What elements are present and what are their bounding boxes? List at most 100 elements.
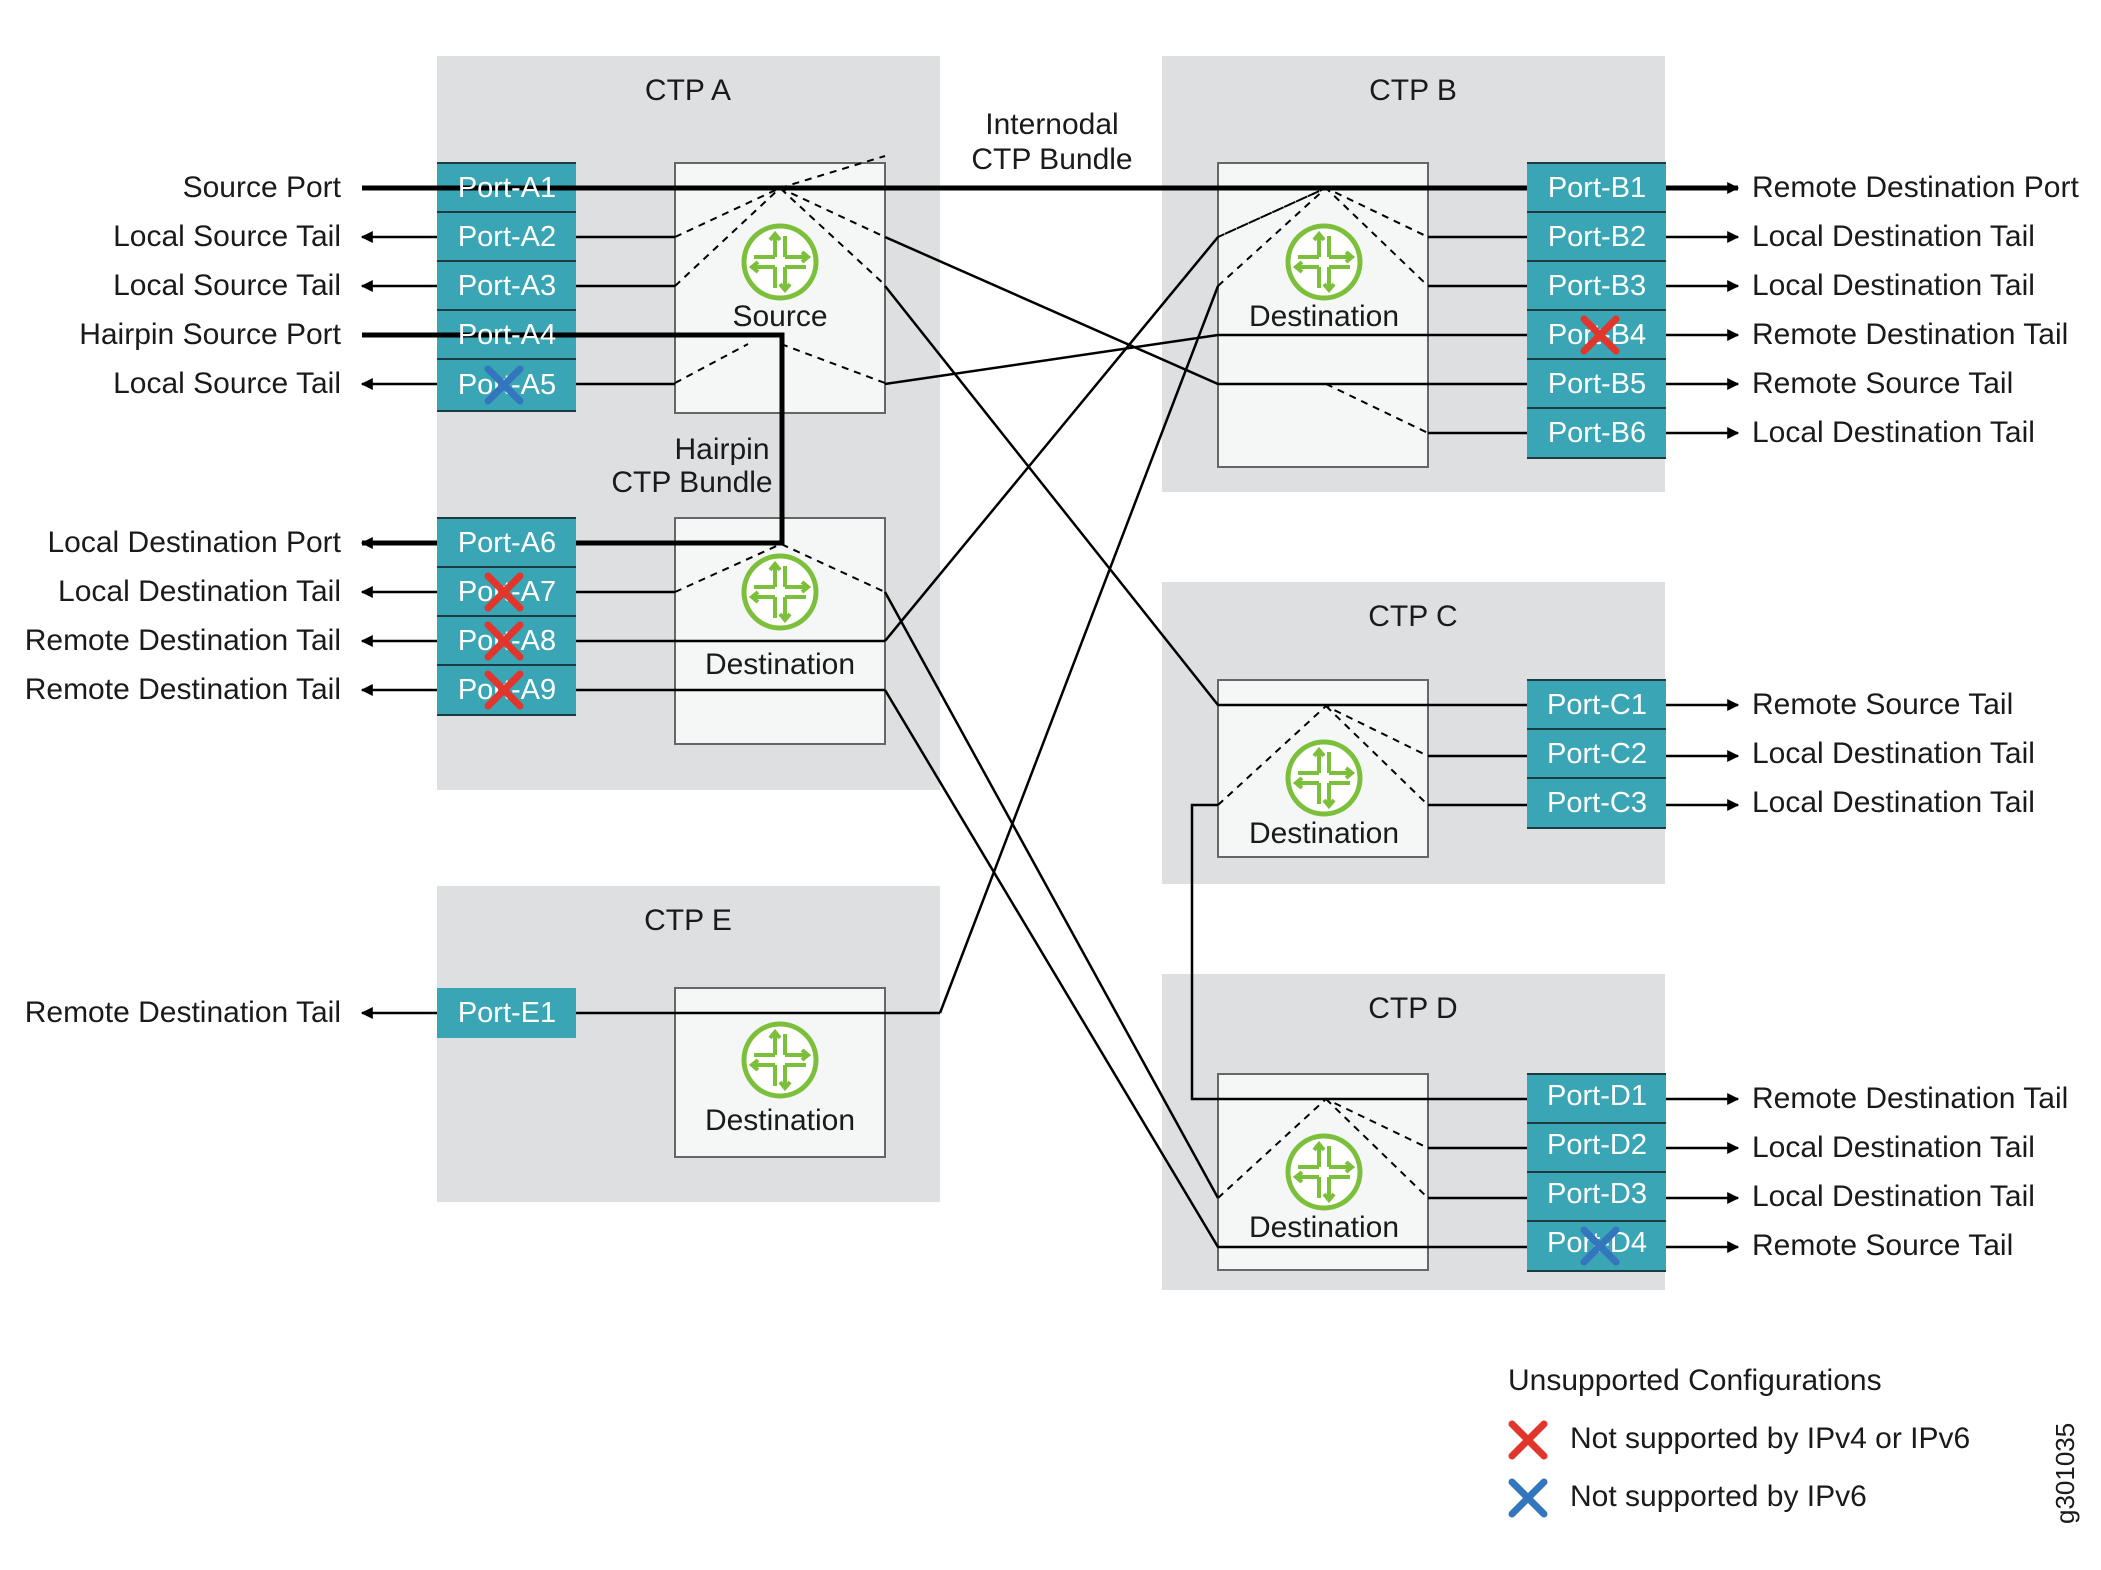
port-a5-label: Local Source Tail (113, 367, 341, 400)
port-names: Port-A1 Port-A2 Port-A3 Port-A4 Port-A5 … (458, 172, 1647, 1259)
port-a7-label: Local Destination Tail (58, 575, 341, 608)
port-b6-name: Port-B6 (1548, 417, 1646, 449)
right-labels: Remote Destination Port Local Destinatio… (1752, 171, 2079, 1262)
port-d2-name: Port-D2 (1547, 1129, 1647, 1161)
port-a6-label: Local Destination Port (48, 526, 342, 559)
port-b3-name: Port-B3 (1548, 270, 1646, 302)
right-arrows (1666, 182, 1740, 1253)
router-icon (744, 1024, 816, 1096)
node-c-dest-label: Destination (1249, 817, 1399, 850)
port-b3-label: Local Destination Tail (1752, 269, 2035, 302)
port-b5-name: Port-B5 (1548, 368, 1646, 400)
legend-title: Unsupported Configurations (1508, 1364, 1882, 1397)
red-x-icon (484, 670, 524, 710)
port-d2[interactable] (1527, 1123, 1666, 1173)
port-a4-name: Port-A4 (458, 319, 556, 351)
internodal-bundle-label-1: Internodal (985, 108, 1118, 141)
port-d2-label: Local Destination Tail (1752, 1131, 2035, 1164)
port-a3-name: Port-A3 (458, 270, 556, 302)
blue-x-icon (1580, 1226, 1620, 1266)
port-c1-label: Remote Source Tail (1752, 688, 2013, 721)
node-a-dest-box (674, 517, 886, 745)
blue-x-icon (1508, 1478, 1548, 1518)
port-b2[interactable] (1527, 212, 1666, 262)
router-icon (744, 226, 816, 298)
port-b6-label: Local Destination Tail (1752, 416, 2035, 449)
port-a9-label: Remote Destination Tail (25, 673, 341, 706)
node-e-dest-label: Destination (705, 1104, 855, 1137)
port-b6[interactable] (1527, 408, 1666, 458)
figure-id: g301035 (2050, 1423, 2080, 1524)
ports-e (437, 988, 576, 1038)
router-icon (744, 556, 816, 628)
router-icon (1288, 742, 1360, 814)
port-e1[interactable] (437, 988, 576, 1038)
port-a1-label: Source Port (183, 171, 342, 204)
unsupported-markers (484, 315, 1620, 1266)
port-b4-label: Remote Destination Tail (1752, 318, 2068, 351)
port-a2-label: Local Source Tail (113, 220, 341, 253)
ctp-d-title: CTP D (1368, 992, 1457, 1025)
port-b3[interactable] (1527, 261, 1666, 311)
port-b5[interactable] (1527, 359, 1666, 409)
blue-x-icon (484, 365, 524, 405)
node-b-dest-box (1217, 162, 1429, 468)
ctp-a-title: CTP A (645, 74, 731, 107)
ports-c (1527, 680, 1666, 828)
node-a-source-label: Source (732, 300, 827, 333)
port-b1-label: Remote Destination Port (1752, 171, 2079, 204)
ctp-c-title: CTP C (1368, 600, 1457, 633)
node-d-dest-label: Destination (1249, 1211, 1399, 1244)
ports-b (1527, 163, 1666, 458)
red-x-icon (484, 572, 524, 612)
port-a6-name: Port-A6 (458, 527, 556, 559)
legend: Unsupported Configurations Not supported… (1508, 1364, 1970, 1518)
port-c3-name: Port-C3 (1547, 787, 1647, 819)
port-d3-name: Port-D3 (1547, 1178, 1647, 1210)
port-a2-name: Port-A2 (458, 221, 556, 253)
port-a3[interactable] (437, 261, 576, 311)
port-b5-label: Remote Source Tail (1752, 367, 2013, 400)
port-d1-label: Remote Destination Tail (1752, 1082, 2068, 1115)
port-a6[interactable] (437, 518, 576, 568)
connections (362, 185, 1527, 1249)
legend-red-text: Not supported by IPv4 or IPv6 (1570, 1422, 1970, 1455)
port-c3[interactable] (1527, 778, 1666, 828)
port-b1-name: Port-B1 (1548, 172, 1646, 204)
port-d1-name: Port-D1 (1547, 1080, 1647, 1112)
port-a2[interactable] (437, 212, 576, 262)
port-a1-name: Port-A1 (458, 172, 556, 204)
legend-blue-text: Not supported by IPv6 (1570, 1480, 1867, 1513)
hairpin-bundle-label-1: Hairpin (674, 433, 769, 466)
red-x-icon (1508, 1420, 1548, 1460)
red-x-icon (484, 621, 524, 661)
port-d1[interactable] (1527, 1074, 1666, 1124)
port-b1[interactable] (1527, 163, 1666, 213)
port-c1[interactable] (1527, 680, 1666, 730)
port-d4-label: Remote Source Tail (1752, 1229, 2013, 1262)
port-e1-label: Remote Destination Tail (25, 996, 341, 1029)
port-c3-label: Local Destination Tail (1752, 786, 2035, 819)
port-d3-label: Local Destination Tail (1752, 1180, 2035, 1213)
port-a4-label: Hairpin Source Port (79, 318, 341, 351)
port-c2[interactable] (1527, 729, 1666, 779)
ctp-e-title: CTP E (644, 904, 732, 937)
hairpin-bundle-label-2: CTP Bundle (611, 466, 772, 499)
ctp-b-title: CTP B (1369, 74, 1457, 107)
port-c2-label: Local Destination Tail (1752, 737, 2035, 770)
port-d3[interactable] (1527, 1172, 1666, 1222)
port-c1-name: Port-C1 (1547, 689, 1647, 721)
left-labels: Source Port Local Source Tail Local Sour… (25, 171, 342, 1029)
port-c2-name: Port-C2 (1547, 738, 1647, 770)
port-a3-label: Local Source Tail (113, 269, 341, 302)
left-arrows (360, 231, 437, 1019)
node-a-dest-label: Destination (705, 648, 855, 681)
router-icon (1288, 1136, 1360, 1208)
port-b2-name: Port-B2 (1548, 221, 1646, 253)
port-a8-label: Remote Destination Tail (25, 624, 341, 657)
port-b2-label: Local Destination Tail (1752, 220, 2035, 253)
internodal-bundle-label-2: CTP Bundle (971, 143, 1132, 176)
port-e1-name: Port-E1 (458, 997, 556, 1029)
node-b-dest-label: Destination (1249, 300, 1399, 333)
